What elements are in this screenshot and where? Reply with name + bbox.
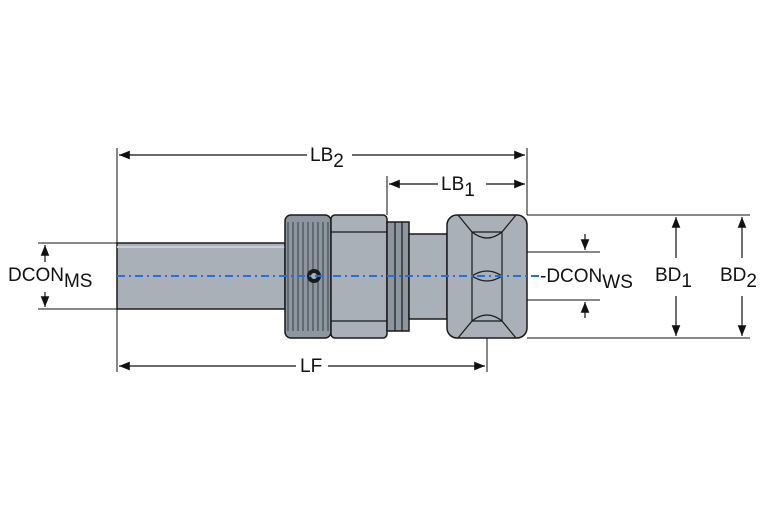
label-lb1: LB1 bbox=[441, 174, 475, 201]
label-lf: LF bbox=[300, 356, 323, 377]
label-bd1: BD1 bbox=[655, 265, 692, 292]
screw-hole bbox=[307, 269, 321, 283]
label-dcon-ms: DCONMS bbox=[8, 265, 93, 292]
dimension-lines bbox=[40, 150, 747, 371]
label-lb2: LB2 bbox=[310, 145, 344, 172]
extension-lines bbox=[38, 148, 750, 372]
label-dcon-ws: -DCONWS bbox=[540, 266, 633, 293]
label-bd2: BD2 bbox=[720, 265, 757, 292]
